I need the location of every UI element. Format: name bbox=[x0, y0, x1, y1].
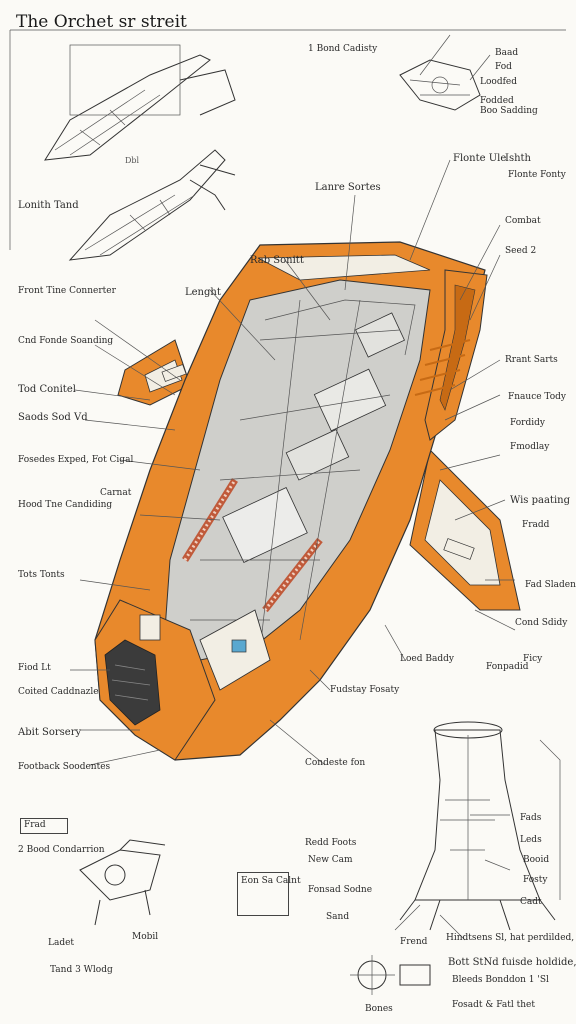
label-bleeds: Bleeds Bonddon 1 'Sl bbox=[452, 975, 549, 985]
label-lenght: Lenght bbox=[185, 287, 221, 298]
note-box bbox=[237, 872, 289, 916]
label-carnat: Carnat bbox=[100, 488, 132, 498]
label-coited: Coited Caddnazle bbox=[18, 687, 99, 697]
label-bot: Bott StNd fuisde holdide, bbox=[448, 957, 576, 968]
label-fonpadid: Fonpadid bbox=[486, 662, 529, 672]
label-frend: Frend bbox=[400, 937, 428, 947]
sketch-bottom-small-module bbox=[350, 955, 431, 995]
label-fad: Fad Sladen bbox=[525, 580, 576, 590]
sheet-title: The Orchet sr streit bbox=[16, 12, 187, 32]
label-fmodlay: Fmodlay bbox=[510, 442, 550, 452]
sketch-top-left-ship bbox=[44, 44, 236, 161]
label-new-cam: New Cam bbox=[308, 855, 353, 865]
label-fads: Fads bbox=[520, 813, 542, 823]
label-tod: Tod Conitel bbox=[18, 384, 76, 395]
label-loed: Loed Baddy bbox=[400, 654, 454, 664]
label-tr-1: Baad bbox=[495, 48, 519, 58]
label-lance: Lanre Sortes bbox=[315, 182, 381, 193]
label-top-left-2: Lonith Tand bbox=[18, 200, 79, 211]
label-mobil: Mobil bbox=[132, 932, 159, 942]
label-mod2: 2 Bood Condarrion bbox=[18, 845, 105, 855]
label-tr-4: Fodded bbox=[480, 96, 514, 106]
label-booid: Booid bbox=[523, 855, 550, 865]
label-condeste: Condeste fon bbox=[305, 758, 366, 768]
label-ladet: Ladet bbox=[48, 938, 75, 948]
label-footback: Footback Soodentes bbox=[18, 762, 111, 772]
sketch-top-right-assembly bbox=[399, 59, 481, 111]
label-fosty: Fosty bbox=[523, 875, 548, 885]
label-finding: Fudstay Fosaty bbox=[330, 685, 400, 695]
leader-lines bbox=[70, 34, 516, 941]
label-fnauce: Fnauce Tody bbox=[508, 392, 566, 402]
label-fonsad: Fonsad Sodne bbox=[308, 885, 373, 895]
label-wis: Wis paating bbox=[510, 495, 570, 506]
label-flonte: Flonte Fonty bbox=[508, 170, 566, 180]
label-tr-2: Fod bbox=[495, 62, 512, 72]
label-leds: Leds bbox=[520, 835, 542, 845]
label-note-box: Eon Sa Calnt bbox=[241, 876, 301, 886]
sketch-mid-left-ship bbox=[68, 149, 236, 261]
label-frad-box: Frad bbox=[24, 820, 46, 830]
label-fleet: Flonte Ule bbox=[453, 153, 507, 164]
label-hindtsens: Hindtsens Sl, hat perdilded, bbox=[446, 933, 575, 943]
label-cond: Cond Sdidy bbox=[515, 618, 568, 628]
label-combat: Combat bbox=[505, 216, 541, 226]
label-tots: Tots Tonts bbox=[18, 570, 65, 580]
label-frad: Fradd bbox=[522, 520, 550, 530]
label-top-left-1: Dbl bbox=[125, 156, 140, 165]
label-hood: Hood Tne Candiding bbox=[18, 500, 113, 510]
sketch-bottom-right-elevation bbox=[399, 721, 561, 931]
label-ishth: Ishth bbox=[505, 153, 531, 164]
label-rrant: Rrant Sarts bbox=[505, 355, 558, 365]
label-seed: Seed 2 bbox=[505, 246, 537, 256]
label-tand: Tand 3 Wlodg bbox=[50, 965, 113, 975]
label-fordidy: Fordidy bbox=[510, 418, 545, 428]
label-saods: Saods Sod Vd bbox=[18, 412, 88, 423]
label-bones: Bones bbox=[365, 1004, 393, 1014]
label-tr-header: 1 Bond Cadisty bbox=[308, 44, 378, 54]
label-ficy: Ficy bbox=[523, 654, 543, 664]
label-abit: Abit Sorsery bbox=[18, 727, 82, 738]
label-rab: Rab Sonitt bbox=[250, 255, 304, 266]
label-front-time: Front Tine Connerter bbox=[18, 286, 116, 296]
label-fosedes: Fosedes Exped, Fot Cigal bbox=[18, 455, 134, 465]
label-red-foots: Redd Foots bbox=[305, 838, 357, 848]
label-tr-3: Loodfed bbox=[480, 77, 517, 87]
sketch-bottom-left-turret bbox=[79, 839, 166, 926]
frad-box bbox=[20, 818, 68, 834]
label-cadt: Cadt bbox=[520, 897, 542, 907]
engine-coils bbox=[182, 478, 323, 613]
label-tr-5: Boo Sadding bbox=[480, 106, 538, 116]
label-cnd: Cnd Fonde Soanding bbox=[18, 336, 114, 346]
label-sand: Sand bbox=[326, 912, 350, 922]
label-fiod: Fiod Lt bbox=[18, 663, 51, 673]
main-ship bbox=[94, 241, 521, 761]
label-fosadt: Fosadt & Fatl thet bbox=[452, 1000, 535, 1010]
